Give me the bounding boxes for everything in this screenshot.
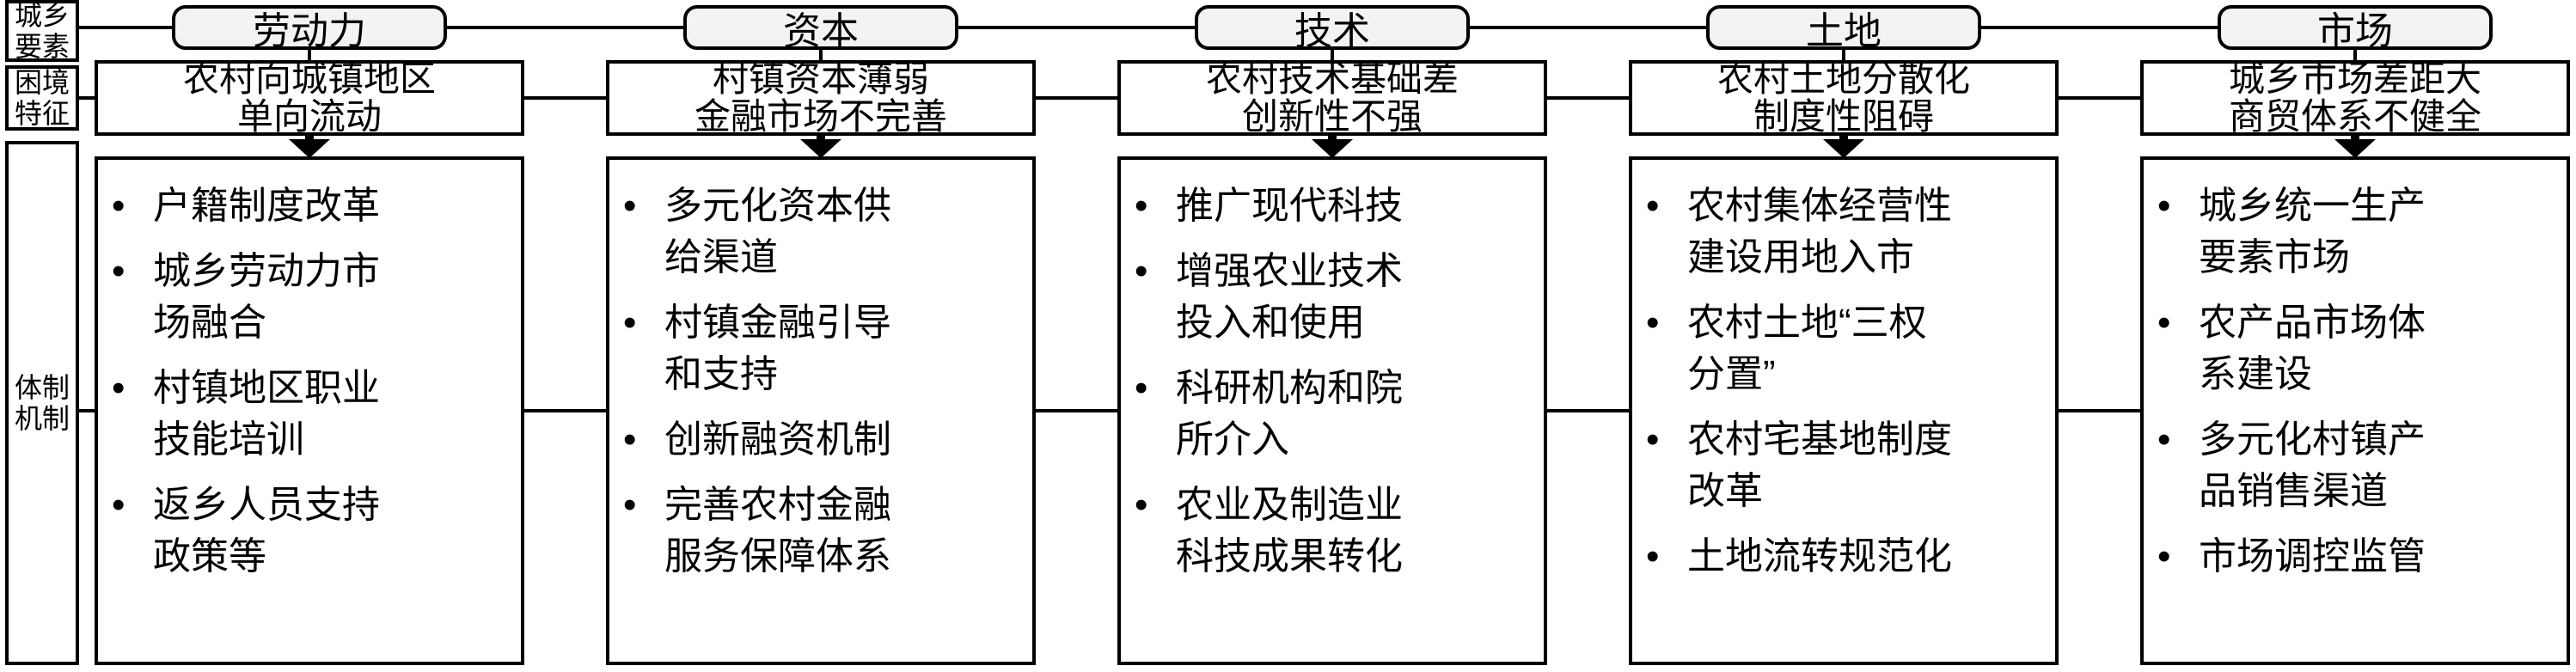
mechanism-item: • 村镇金融引导 和支持 [623,297,1019,400]
bullet-icon: • [623,418,637,461]
bullet-icon: • [2157,302,2171,344]
mechanism-item: • 创新融资机制 [623,414,1019,466]
mechanism-text: 户籍制度改革 [153,185,380,227]
mechanism-text: 农村土地“三权 分置” [1687,302,1927,395]
bullet-icon: • [623,185,637,227]
column-labor: 劳动力 农村向城镇地区 单向流动 • 户籍制度改革 • 城乡劳动力市 场融合 • 村镇… [95,0,524,672]
mechanism-item: • 农业及制造业 科技成果转化 [1135,480,1530,583]
down-arrow-icon [1312,139,1353,158]
connector-vertical [1842,46,1845,62]
mechanism-box-market: • 城乡统一生产 要素市场 • 农产品市场体 系建设 • 多元化村镇产 品销售渠道 •… [2140,156,2570,665]
down-arrow-icon [289,139,330,158]
bullet-icon: • [112,367,125,409]
mechanism-box-technology: • 推广现代科技 • 增强农业技术 投入和使用 • 科研机构和院 所介入 • 农业及制造… [1117,156,1547,665]
bullet-icon: • [1646,302,1660,344]
mechanism-text: 完善农村金融 服务保障体系 [664,484,891,577]
mechanism-box-capital: • 多元化资本供 给渠道 • 村镇金融引导 和支持 • 创新融资机制 • 完善农村金融 … [606,156,1036,665]
mechanism-item: • 城乡统一生产 要素市场 [2157,180,2553,284]
bullet-icon: • [1646,535,1660,577]
mechanism-item: • 多元化村镇产 品销售渠道 [2157,414,2553,517]
mechanism-item: • 完善农村金融 服务保障体系 [623,480,1019,583]
mechanism-item: • 村镇地区职业 技能培训 [112,363,507,466]
mechanism-text: 农村集体经营性 建设用地入市 [1687,185,1952,278]
dilemma-box-land: 农村土地分散化 制度性阻碍 [1629,60,2059,136]
dilemma-box-market: 城乡市场差距大 商贸体系不健全 [2140,60,2570,136]
element-box-market: 市场 [2218,5,2493,52]
element-box-labor: 劳动力 [172,5,447,52]
bullet-icon: • [1135,185,1148,227]
bullet-icon: • [1646,418,1660,461]
connector-vertical [308,46,311,62]
mechanism-text: 推广现代科技 [1176,185,1403,227]
mechanism-text: 增强农业技术 投入和使用 [1176,250,1403,344]
down-arrow-icon [2351,132,2359,143]
dilemma-box-capital: 村镇资本薄弱 金融市场不完善 [606,60,1036,136]
element-box-land: 土地 [1706,5,1981,52]
mechanism-item: • 科研机构和院 所介入 [1135,363,1530,466]
mechanism-item: • 增强农业技术 投入和使用 [1135,246,1530,349]
mechanism-text: 多元化村镇产 品销售渠道 [2199,418,2426,512]
bullet-icon: • [623,484,637,526]
bullet-icon: • [1646,185,1660,227]
down-arrow-icon [305,132,314,143]
mechanism-text: 返乡人员支持 政策等 [153,484,380,577]
down-arrow-icon [1823,139,1864,158]
bullet-icon: • [2157,535,2171,577]
mechanism-text: 科研机构和院 所介入 [1176,367,1403,461]
bullet-icon: • [1135,484,1148,526]
mechanism-item: • 户籍制度改革 [112,180,507,232]
connector-vertical [2353,46,2357,62]
down-arrow-icon [800,139,841,158]
mechanism-item: • 农产品市场体 系建设 [2157,297,2553,400]
mechanism-text: 村镇地区职业 技能培训 [153,367,380,461]
connector-vertical [1331,46,1334,62]
dilemma-box-technology: 农村技术基础差 创新性不强 [1117,60,1547,136]
element-box-capital: 资本 [683,5,958,52]
row-label-elements: 城乡 要素 [5,0,79,62]
mechanism-item: • 多元化资本供 给渠道 [623,180,1019,284]
mechanism-item: • 土地流转规范化 [1646,531,2041,583]
mechanism-text: 村镇金融引导 和支持 [664,302,891,395]
row-label-dilemma: 困境 特征 [5,65,79,131]
mechanism-item: • 推广现代科技 [1135,180,1530,232]
mechanism-item: • 返乡人员支持 政策等 [112,480,507,583]
bullet-icon: • [623,302,637,344]
mechanism-item: • 市场调控监管 [2157,531,2553,583]
down-arrow-icon [1328,132,1337,143]
mechanism-item: • 农村集体经营性 建设用地入市 [1646,180,2041,284]
bullet-icon: • [112,484,125,526]
mechanism-text: 农村宅基地制度 改革 [1687,418,1952,512]
bullet-icon: • [1135,250,1148,292]
row-label-mechanism: 体制 机制 [5,141,79,665]
dilemma-box-labor: 农村向城镇地区 单向流动 [95,60,524,136]
mechanism-text: 多元化资本供 给渠道 [664,185,891,278]
down-arrow-icon [1839,132,1848,143]
mechanism-item: • 农村土地“三权 分置” [1646,297,2041,400]
bullet-icon: • [112,250,125,292]
mechanism-box-land: • 农村集体经营性 建设用地入市 • 农村土地“三权 分置” • 农村宅基地制度 改革… [1629,156,2059,665]
mechanism-box-labor: • 户籍制度改革 • 城乡劳动力市 场融合 • 村镇地区职业 技能培训 • 返乡人员支持… [95,156,524,665]
connector-line-row1 [40,26,2309,29]
mechanism-text: 城乡统一生产 要素市场 [2199,185,2426,278]
connector-vertical [819,46,823,62]
down-arrow-icon [817,132,825,143]
bullet-icon: • [2157,418,2171,461]
bullet-icon: • [112,185,125,227]
element-box-technology: 技术 [1195,5,1470,52]
mechanism-text: 农业及制造业 科技成果转化 [1176,484,1403,577]
mechanism-text: 城乡劳动力市 场融合 [153,250,380,344]
column-market: 市场 城乡市场差距大 商贸体系不健全 • 城乡统一生产 要素市场 • 农产品市场体 … [2140,0,2570,672]
mechanism-text: 土地流转规范化 [1687,535,1952,577]
column-technology: 技术 农村技术基础差 创新性不强 • 推广现代科技 • 增强农业技术 投入和使用 •… [1117,0,1547,672]
mechanism-text: 市场调控监管 [2199,535,2426,577]
mechanism-text: 创新融资机制 [664,418,891,461]
column-land: 土地 农村土地分散化 制度性阻碍 • 农村集体经营性 建设用地入市 • 农村土地“三… [1629,0,2059,672]
down-arrow-icon [2334,139,2376,158]
bullet-icon: • [2157,185,2171,227]
column-capital: 资本 村镇资本薄弱 金融市场不完善 • 多元化资本供 给渠道 • 村镇金融引导 和支… [606,0,1036,672]
mechanism-item: • 城乡劳动力市 场融合 [112,246,507,349]
bullet-icon: • [1135,367,1148,409]
mechanism-text: 农产品市场体 系建设 [2199,302,2426,395]
mechanism-item: • 农村宅基地制度 改革 [1646,414,2041,517]
